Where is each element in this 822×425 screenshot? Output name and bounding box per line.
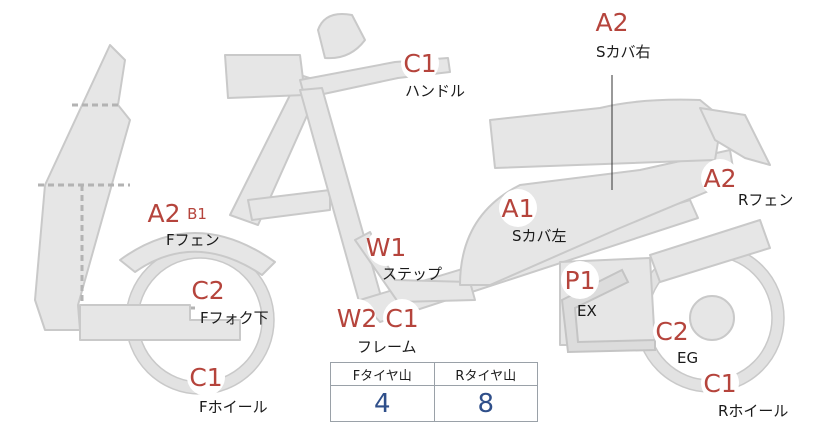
mirror: [317, 13, 366, 60]
tread-table-header-row: Fタイヤ山 Rタイヤ山: [331, 363, 537, 386]
engine-code: C2: [655, 317, 688, 346]
s-cover-left-marker: A1 Sカバ左: [499, 189, 567, 245]
frame-code: W2: [337, 304, 378, 333]
front-fork-body: [79, 304, 241, 341]
tire-tread-table: Fタイヤ山 Rタイヤ山 4 8: [330, 362, 538, 422]
engine-label: EG: [677, 349, 698, 367]
front-tread-value: 4: [373, 388, 391, 419]
exhaust-label: EX: [577, 302, 597, 320]
f-fender-label: Fフェン: [166, 231, 220, 249]
frame-label: フレーム: [357, 338, 417, 356]
s-cover-right-code: A2: [595, 8, 628, 37]
handle-code: C1: [403, 49, 436, 78]
r-wheel-label: Rホイール: [718, 402, 788, 420]
rear-tread-value: 8: [433, 386, 538, 421]
tread-table-value-row: 4 8: [331, 386, 537, 421]
seat: [489, 98, 723, 169]
s-cover-right-marker: A2 Sカバ右: [593, 3, 651, 61]
engine-marker: C2 EG: [653, 312, 698, 367]
s-cover-left-label: Sカバ左: [512, 227, 567, 245]
frame-code2: C1: [385, 304, 418, 333]
f-wheel-code: C1: [189, 363, 222, 392]
handle-marker: C1 ハンドル: [401, 44, 465, 100]
s-cover-left-code: A1: [501, 194, 534, 223]
f-fender-marker: A2 B1 Fフェン: [145, 194, 220, 249]
rear-tread-header: Rタイヤ山: [433, 363, 538, 385]
r-fender-label: Rフェン: [738, 191, 793, 209]
f-fender-code: A2: [147, 199, 180, 228]
step-label: ステップ: [382, 265, 442, 283]
f-wheel-label: Fホイール: [199, 398, 268, 416]
r-fender-marker: A2 Rフェン: [701, 159, 793, 209]
front-fender: [119, 232, 276, 276]
headlight: [224, 54, 306, 99]
rear-fender: [699, 107, 771, 166]
exhaust-code: P1: [565, 266, 596, 295]
f-wheel-marker: C1 Fホイール: [187, 358, 268, 416]
r-wheel-marker: C1 Rホイール: [701, 364, 788, 420]
step-marker: W1 ステップ: [366, 228, 442, 283]
rear-hub: [689, 295, 735, 341]
r-wheel-code: C1: [703, 369, 736, 398]
f-fork-lower-marker: C2 Fフォク下: [189, 271, 269, 327]
s-cover-right-label: Sカバ右: [596, 43, 651, 61]
f-fork-lower-label: Fフォク下: [200, 309, 269, 327]
exhaust-marker: P1 EX: [561, 261, 599, 320]
frame-marker: W2 C1 フレーム: [337, 299, 421, 356]
rear-shock-body: [649, 219, 771, 283]
r-fender-code: A2: [703, 164, 736, 193]
front-tread-header: Fタイヤ山: [352, 368, 412, 384]
f-fork-lower-code: C2: [191, 276, 224, 305]
fork-brace: [247, 189, 331, 221]
f-fender-code2: B1: [187, 205, 207, 223]
handle-label: ハンドル: [405, 82, 465, 100]
step-code: W1: [366, 233, 407, 262]
